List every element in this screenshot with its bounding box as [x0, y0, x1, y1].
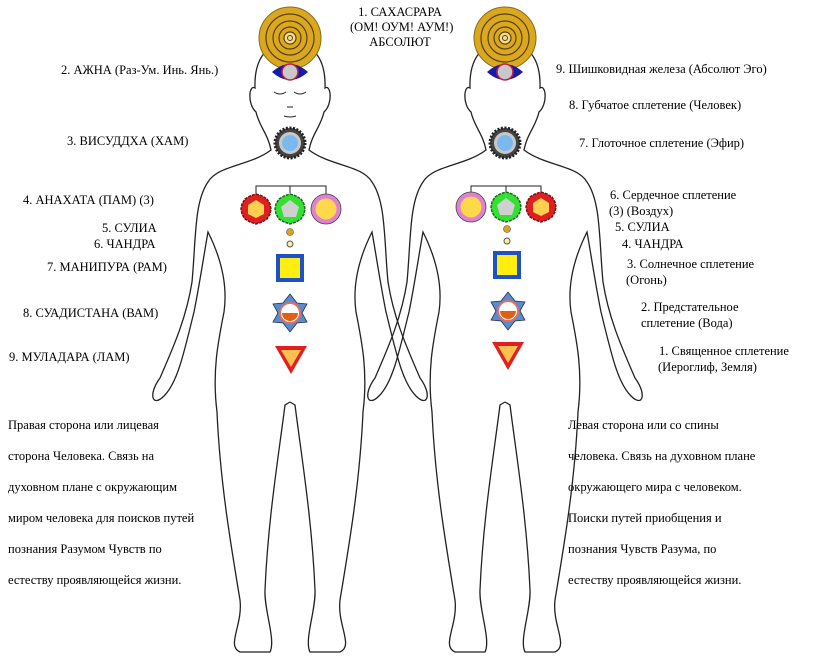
title-line: (ОМ! ОУМ! АУМ!)	[350, 20, 454, 34]
back-star-icon	[490, 291, 526, 331]
label-sacral-plexus: 1. Священное сплетение	[659, 344, 789, 358]
chandra-dot-icon	[286, 240, 294, 248]
label-muladhara: 9. МУЛАДАРА (ЛАМ)	[9, 350, 130, 364]
back-crown-icon	[473, 6, 537, 70]
back-triangle-icon	[492, 342, 524, 370]
description-line: сторона Человека. Связь на	[8, 448, 155, 463]
label-chandra-back: 4. ЧАНДРА	[622, 237, 684, 251]
label-prostatic: 2. Предстательное	[641, 300, 739, 314]
label-solar-plexus: 3. Солнечное сплетение	[627, 257, 755, 271]
label-sulia-back: 5. СУЛИА	[615, 220, 670, 234]
label-vishuddha: 3. ВИСУДДХА (ХАМ)	[67, 134, 189, 148]
back-sulia-dot-icon	[503, 225, 511, 233]
back-throat-icon	[488, 126, 522, 160]
description-line: Поиски путей приобщения и	[568, 510, 722, 525]
label-prostatic-2: сплетение (Вода)	[641, 316, 733, 330]
front-description: Правая сторона или лицевая сторона Челов…	[8, 402, 194, 604]
sulia-dot-icon	[286, 228, 294, 236]
sahasrara-crown-icon	[258, 6, 322, 70]
label-pineal: 9. Шишковидная железа (Абсолют Эго)	[556, 62, 767, 76]
anahata-green-icon	[274, 193, 306, 225]
description-line: естеству проявляющейся жизни.	[8, 572, 182, 587]
description-line: духовном плане с окружающим	[8, 479, 178, 494]
description-line: естеству проявляющейся жизни.	[568, 572, 742, 587]
back-description: Левая сторона или со спины человека. Свя…	[568, 402, 755, 604]
back-square-icon	[493, 251, 521, 279]
anahata-red-icon	[240, 193, 272, 225]
back-heart-pink-icon	[455, 191, 487, 223]
label-sulia: 5. СУЛИА	[102, 221, 157, 235]
title-line: АБСОЛЮТ	[369, 35, 431, 49]
label-manipura: 7. МАНИПУРА (РАМ)	[47, 260, 167, 274]
description-line: миром человека для поисков путей	[8, 510, 195, 525]
sahasrara-label: 1. САХАСРАРА (ОМ! ОУМ! АУМ!) АБСОЛЮТ	[350, 5, 454, 50]
label-spongy-plexus: 8. Губчатое сплетение (Человек)	[569, 98, 742, 112]
label-solar-plexus-2: (Огонь)	[626, 273, 667, 287]
front-face	[273, 91, 307, 118]
manipura-square-icon	[276, 254, 304, 282]
label-cardiac-plexus: 6. Сердечное сплетение	[610, 188, 737, 202]
back-chandra-dot-icon	[503, 237, 511, 245]
label-ajna: 2. АЖНА (Раз-Ум. Инь. Янь.)	[61, 63, 219, 77]
muladhara-triangle-icon	[275, 346, 307, 374]
vishuddha-throat-icon	[273, 126, 307, 160]
description-line: познания Чувств Разума, по	[568, 541, 717, 556]
label-sacral-plexus-2: (Иероглиф, Земля)	[658, 360, 757, 374]
back-heart-green-icon	[490, 191, 522, 223]
svadhisthana-star-icon	[272, 293, 308, 333]
description-line: Левая сторона или со спины	[568, 417, 719, 432]
description-line: окружающего мира с человеком.	[568, 479, 742, 494]
label-pharyngeal-plexus: 7. Глоточное сплетение (Эфир)	[579, 136, 745, 150]
description-line: Правая сторона или лицевая	[8, 417, 159, 432]
title-line: 1. САХАСРАРА	[358, 5, 442, 19]
description-line: человека. Связь на духовном плане	[568, 448, 756, 463]
label-chandra: 6. ЧАНДРА	[94, 237, 156, 251]
anahata-bracket	[255, 185, 327, 196]
anahata-pink-icon	[310, 193, 342, 225]
label-anahata: 4. АНАХАТА (ПАМ) (3)	[23, 193, 154, 207]
description-line: познания Разумом Чувств по	[8, 541, 162, 556]
label-svadhisthana: 8. СУАДИСТАНА (ВАМ)	[23, 306, 159, 320]
back-heart-red-icon	[525, 191, 557, 223]
label-cardiac-plexus-2: (3) (Воздух)	[609, 204, 674, 218]
